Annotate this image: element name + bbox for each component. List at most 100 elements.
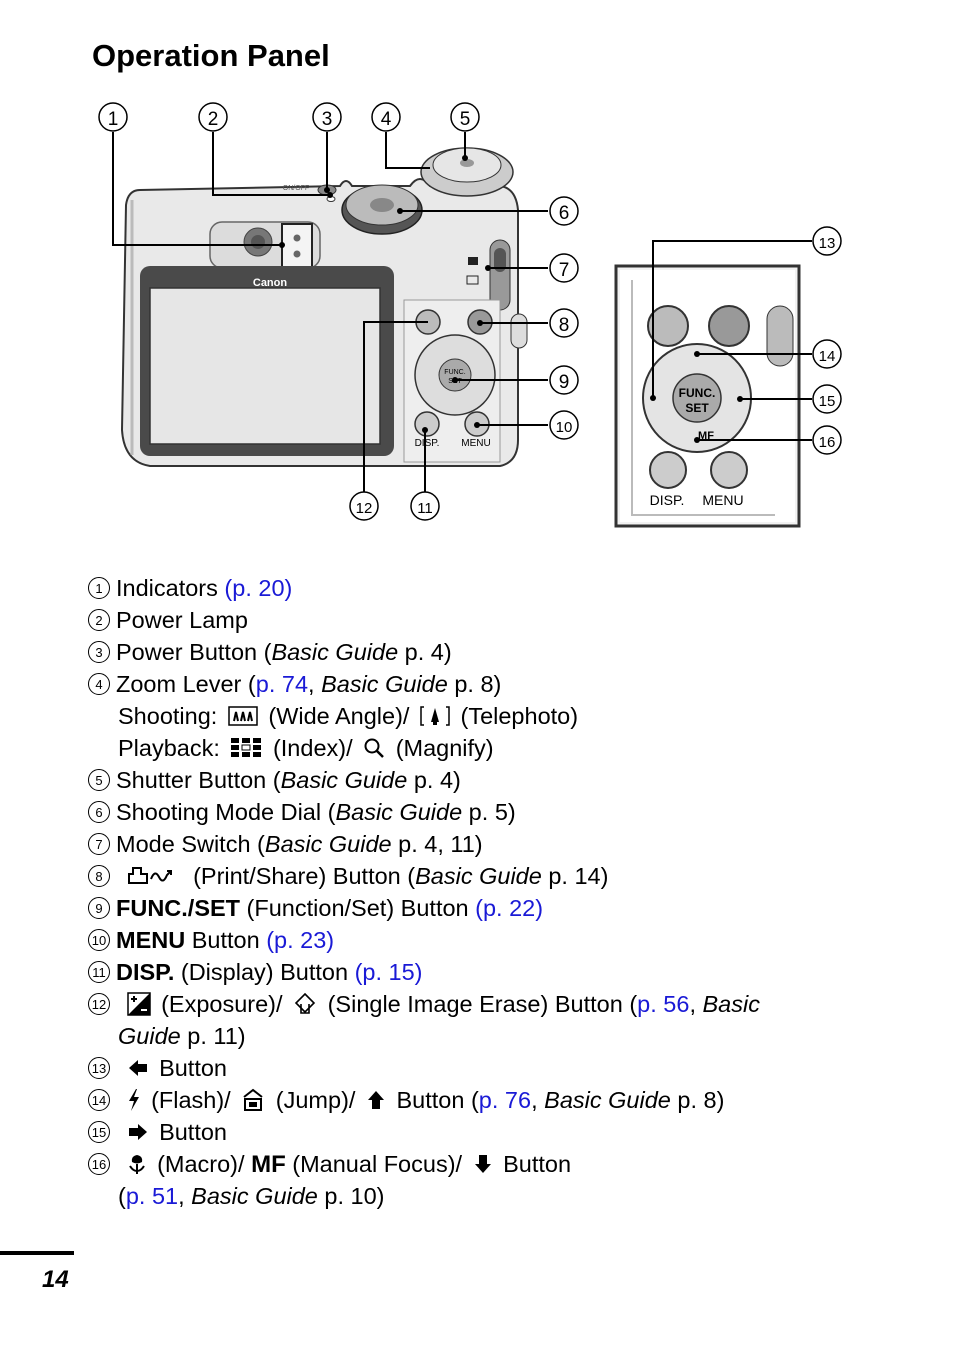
item-label: Indicators (116, 575, 225, 601)
page-ref: p. 14) (541, 863, 609, 889)
callout-14: 14 (812, 339, 842, 369)
guide-ref: Basic Guide (271, 639, 399, 665)
page-ref: p. 11) (180, 1023, 246, 1049)
zoom-shooting-line: Shooting: (Wide Angle)/ (Telephoto) (88, 700, 760, 732)
callout-11: 11 (410, 491, 440, 521)
item-number: 6 (88, 800, 110, 823)
guide-ref: Basic Guide (191, 1183, 318, 1209)
page-link[interactable]: (p. 15) (354, 959, 423, 985)
legend-item-13: 13 Button (88, 1052, 760, 1084)
callout-4: 4 (371, 102, 401, 132)
item-label: (Macro)/ (157, 1151, 245, 1177)
page-ref: p. 5) (462, 799, 516, 825)
svg-text:2: 2 (208, 109, 219, 130)
legend-item-14: 14 (Flash)/ (Jump)/ Button (p. 76, Basic… (88, 1084, 760, 1116)
item-label-2: (Manual Focus)/ (292, 1151, 463, 1177)
page-link[interactable]: (p. 22) (475, 895, 544, 921)
callout-6: 6 (549, 196, 579, 226)
guide-ref: Basic Guide (321, 671, 448, 697)
guide-ref: Basic Guide (544, 1087, 671, 1113)
svg-text:12: 12 (356, 500, 373, 517)
callout-10: 10 (549, 410, 579, 440)
page-link[interactable]: (p. 20) (224, 575, 293, 601)
page-ref: p. 8) (447, 671, 502, 697)
guide-ref: Basic (702, 991, 760, 1017)
item-number: 2 (88, 608, 110, 631)
flash-icon (128, 1088, 139, 1111)
item-label-3: Button (503, 1151, 572, 1177)
legend-item-1: 1 Indicators (p. 20) (88, 572, 760, 604)
index-label: (Index)/ (272, 735, 353, 761)
item-label: Zoom Lever ( (116, 671, 256, 697)
item-label: (Flash)/ (151, 1087, 231, 1113)
section-title: Operation Panel (92, 38, 330, 73)
page-link[interactable]: p. 51 (125, 1183, 179, 1209)
button-name: FUNC./SET (116, 895, 241, 921)
svg-text:13: 13 (819, 235, 836, 252)
item-label: (Display) Button (174, 959, 355, 985)
item-number: 3 (88, 640, 110, 663)
item-number: 12 (88, 992, 110, 1015)
button-name: MENU (116, 927, 186, 953)
legend-item-8: 8 (Print/Share) Button (Basic Guide p. 1… (88, 860, 760, 892)
page-link[interactable]: p. 74 (255, 671, 309, 697)
callout-leaders (112, 132, 812, 492)
callout-3: 3 (312, 102, 342, 132)
svg-text:7: 7 (559, 260, 570, 281)
magnify-icon (364, 738, 385, 758)
legend-item-4: 4 Zoom Lever (p. 74, Basic Guide p. 8) (88, 668, 760, 700)
page-number: 14 (42, 1266, 69, 1293)
telephoto-label: (Telephoto) (460, 703, 579, 729)
svg-text:8: 8 (559, 315, 570, 336)
item-number: 13 (88, 1056, 110, 1079)
svg-text:1: 1 (108, 109, 119, 130)
telephoto-icon (420, 706, 450, 726)
callout-12: 12 (349, 491, 379, 521)
item-number: 14 (88, 1088, 110, 1111)
svg-text:11: 11 (417, 500, 433, 517)
item-label: (Function/Set) Button (240, 895, 476, 921)
item-label: Shutter Button ( (116, 767, 281, 793)
page-ref: p. 4, 11) (391, 831, 483, 857)
page-link[interactable]: (p. 23) (266, 927, 335, 953)
macro-icon (128, 1154, 145, 1174)
item-number: 4 (88, 672, 110, 695)
separator: , (308, 671, 322, 697)
legend-item-16: 16 (Macro)/ MF (Manual Focus)/ Button (88, 1148, 760, 1180)
separator: , (689, 991, 703, 1017)
disp-text-large: DISP. (650, 492, 685, 508)
item-number: 11 (88, 960, 110, 983)
callout-8: 8 (549, 308, 579, 338)
item-label-3: Button ( (396, 1087, 479, 1113)
page-ref: p. 8) (670, 1087, 725, 1113)
page-ref: p. 10) (317, 1183, 385, 1209)
item-label: Button (185, 927, 267, 953)
footer-rule (0, 1251, 74, 1255)
page-ref: p. 4) (398, 639, 452, 665)
page-link[interactable]: p. 76 (478, 1087, 532, 1113)
item-number: 15 (88, 1120, 110, 1143)
brand-logo: Canon (253, 277, 288, 289)
item-number: 16 (88, 1152, 110, 1175)
guide-ref: Basic Guide (280, 767, 408, 793)
legend-item-2: 2 Power Lamp (88, 604, 760, 636)
callout-dots (279, 155, 743, 443)
guide-ref-cont: Guide (118, 1023, 181, 1049)
callout-13: 13 (812, 226, 842, 256)
legend-item-15: 15 Button (88, 1116, 760, 1148)
item-label: Power Lamp (116, 607, 248, 633)
item-number: 1 (88, 576, 110, 599)
legend-item-12: 12 (Exposure)/ (Single Image Erase) Butt… (88, 988, 760, 1020)
page-link[interactable]: p. 56 (637, 991, 690, 1017)
menu-text-large: MENU (702, 492, 743, 508)
guide-ref: Basic Guide (264, 831, 392, 857)
item-label: (Exposure)/ (161, 991, 283, 1017)
legend-item-16-cont: (p. 51, Basic Guide p. 10) (88, 1180, 760, 1212)
control-panel-inset: FUNC. SET MF DISP. MENU (614, 264, 801, 528)
func-text-large: FUNC. (679, 386, 716, 400)
camera-back-illustration: Canon ON/OFF FUNC. SET DISP. MENU (120, 147, 528, 467)
